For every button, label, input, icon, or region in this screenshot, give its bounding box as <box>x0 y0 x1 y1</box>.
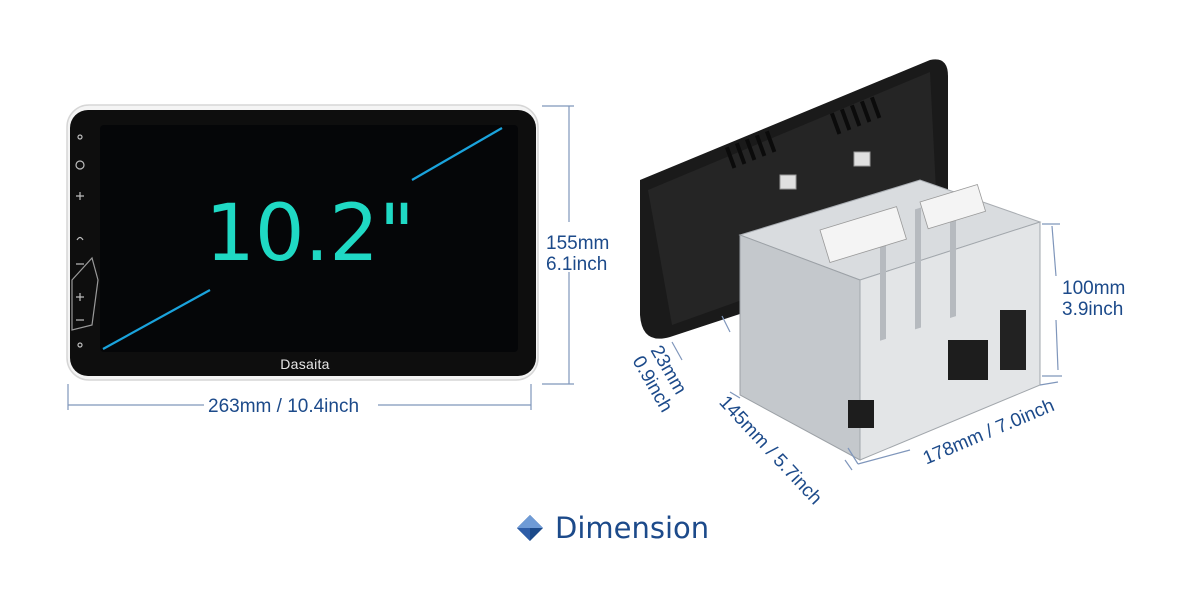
connector-2 <box>948 340 988 380</box>
chassis-slots <box>880 196 956 341</box>
side-buttons <box>71 134 99 348</box>
diamond-icon <box>517 515 543 541</box>
front-height-dimension: 155mm 6.1inch <box>546 233 609 275</box>
screen-size-label: 10.2" <box>205 189 415 279</box>
connector-1 <box>848 400 874 428</box>
rear-height-inch: 3.9inch <box>1062 299 1124 320</box>
height-dimension-line <box>542 105 574 385</box>
front-view: 10.2" Dasaita 155mm 6.1inch 263mm / 10.4… <box>0 0 640 430</box>
rear-height-mm: 100mm <box>1062 278 1126 299</box>
front-height-mm: 155mm <box>546 233 610 254</box>
vents <box>725 96 882 169</box>
diagonal-line-top <box>411 127 503 181</box>
heading-title: Dimension <box>555 511 710 545</box>
rear-view-illustration <box>640 59 1062 471</box>
usb-cable <box>1000 310 1026 370</box>
front-width-dimension: 263mm / 10.4inch <box>208 396 360 417</box>
rear-view: 100mm 3.9inch 23mm 0.9inch 145mm / 5.7in… <box>628 40 1200 510</box>
rear-dimension-lines <box>671 223 1062 471</box>
brand-logo: Dasaita <box>280 356 330 372</box>
spec-label <box>819 206 907 264</box>
width-dimension-line <box>67 384 532 410</box>
dimension-heading: Dimension <box>515 505 709 551</box>
spec-label-2 <box>919 183 987 230</box>
device-screen <box>100 125 518 352</box>
bracket-right <box>853 151 871 167</box>
bracket-left <box>779 174 797 190</box>
front-height-inch: 6.1inch <box>546 254 608 275</box>
front-view-illustration <box>66 104 574 410</box>
diagonal-line-bottom <box>102 289 211 350</box>
rear-height-dimension: 100mm 3.9inch <box>1062 278 1125 320</box>
